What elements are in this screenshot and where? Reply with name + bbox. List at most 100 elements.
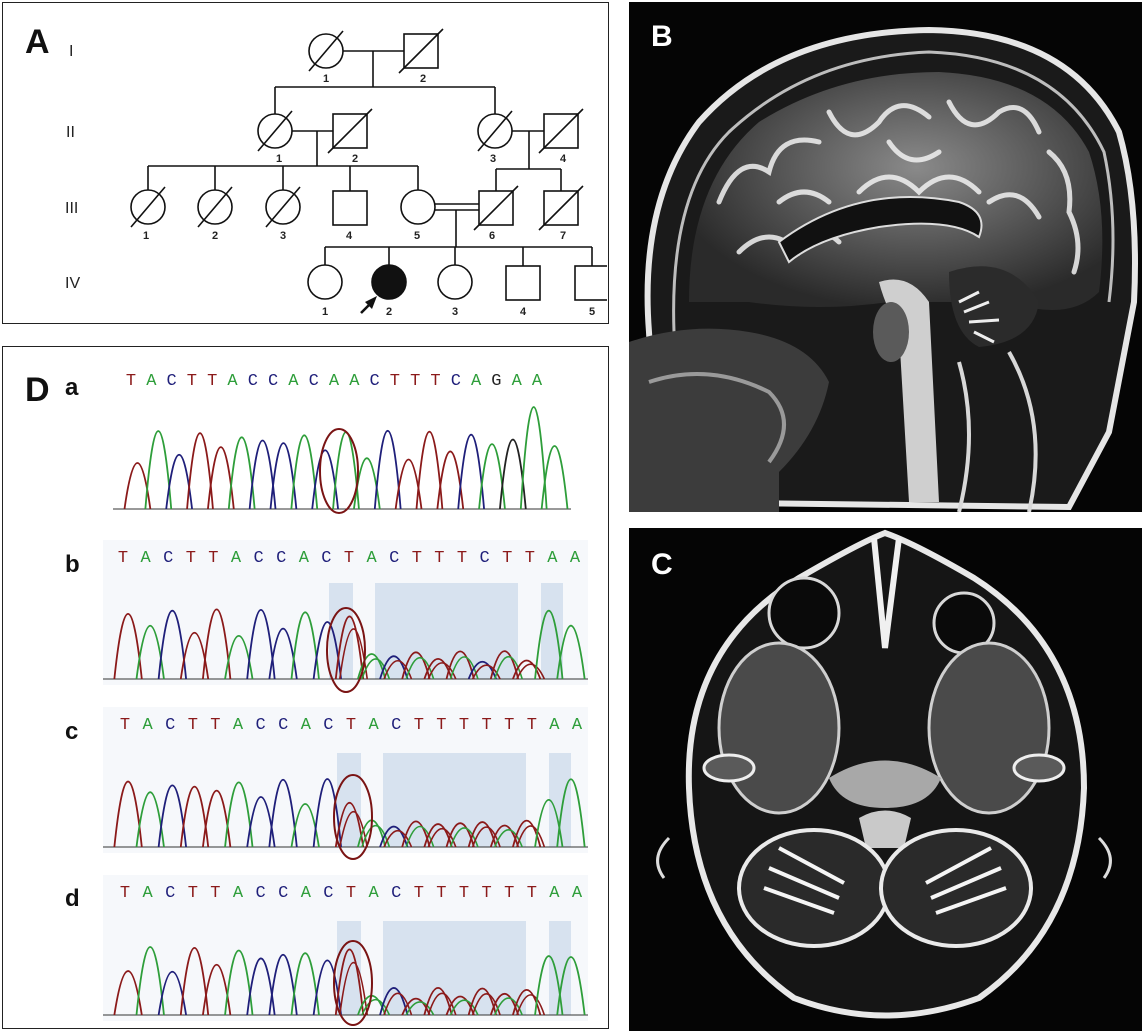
base-call: A (142, 716, 153, 735)
trace-peak (534, 955, 564, 1016)
base-call: A (366, 549, 377, 568)
trace-peak (334, 948, 365, 1016)
trace-peak (445, 650, 475, 680)
variant-circle (333, 774, 373, 860)
trace-peak (457, 434, 485, 510)
base-call: T (459, 884, 469, 903)
base-call: T (186, 549, 196, 568)
individual-number: 7 (560, 230, 566, 242)
base-call: T (118, 549, 128, 568)
trace-peak (227, 436, 256, 510)
base-call: T (459, 716, 469, 735)
panel-label-d: D (25, 371, 50, 409)
base-call: G (491, 372, 501, 391)
trace-peak (556, 625, 586, 680)
variant-highlight (549, 753, 571, 847)
variant-highlight (549, 921, 571, 1015)
base-call: T (344, 549, 354, 568)
base-call: A (142, 884, 153, 903)
base-call: A (368, 884, 379, 903)
pedigree-chart: I II III IV 1 2 1 2 3 4 1 2 3 4 5 6 7 1 … (65, 28, 607, 318)
base-call: A (547, 549, 558, 568)
sagittal-mri-image: B (629, 2, 1142, 512)
base-call: C (369, 372, 379, 391)
trace-peak (401, 651, 431, 680)
variant-highlight (337, 753, 361, 847)
individual-number: 1 (322, 306, 328, 318)
base-call: C (278, 716, 288, 735)
base-call: T (207, 372, 217, 391)
generation-label: II (66, 124, 75, 141)
axial-mri-image: C (629, 528, 1142, 1031)
base-call: T (457, 549, 467, 568)
base-call: T (208, 549, 218, 568)
pedigree-IV-3 (437, 264, 473, 300)
base-call: T (412, 549, 422, 568)
trace-peak-secondary (338, 811, 369, 848)
base-call: C (391, 716, 401, 735)
pedigree-IV-5 (574, 265, 607, 301)
axial-mri-drawing (656, 529, 1112, 1019)
trace-peak (179, 785, 210, 848)
base-call: T (346, 716, 356, 735)
base-call: A (329, 372, 340, 391)
trace-peak (379, 987, 409, 1016)
base-call: T (430, 372, 440, 391)
trace-peak (512, 989, 542, 1016)
individual-number: 5 (414, 230, 420, 242)
base-call: A (349, 372, 360, 391)
trace-peak-secondary (361, 998, 391, 1016)
base-call: T (390, 372, 400, 391)
trace-peak-secondary (494, 997, 523, 1016)
base-call: C (391, 884, 401, 903)
trace-peak (157, 784, 187, 848)
row-label: a (65, 374, 79, 401)
trace-peak-secondary (405, 1001, 435, 1016)
base-call: T (504, 716, 514, 735)
base-call: A (233, 884, 244, 903)
trace-peak (373, 430, 402, 510)
trace-peak-secondary (449, 656, 479, 680)
trace-peak-secondary (427, 827, 457, 848)
base-call: T (126, 372, 136, 391)
individual-number: 5 (589, 306, 595, 318)
variant-circle (333, 940, 373, 1026)
base-call: T (502, 549, 512, 568)
trace-peak (312, 778, 342, 848)
trace-peak-secondary (516, 825, 546, 848)
pedigree-IV-2-proband (371, 264, 407, 300)
trace-peak-secondary (383, 829, 413, 848)
panel-label-c: C (651, 548, 673, 581)
pedigree-III-5 (400, 189, 436, 225)
sagittal-mri-drawing (629, 26, 1138, 512)
pedigree-III-3 (265, 189, 301, 225)
base-call: T (187, 372, 197, 391)
base-call: T (120, 884, 130, 903)
base-call: T (188, 884, 198, 903)
row-label: d (65, 885, 80, 912)
base-call: A (471, 372, 482, 391)
base-call: C (165, 884, 175, 903)
trace-peak (144, 430, 173, 510)
individual-number: 3 (452, 306, 458, 318)
trace-peak (290, 611, 320, 680)
base-call: A (572, 716, 583, 735)
individual-number: 4 (520, 306, 527, 318)
individual-number: 2 (212, 230, 218, 242)
row-label: b (65, 551, 80, 578)
base-call: C (323, 716, 333, 735)
base-call: T (210, 716, 220, 735)
base-call: C (163, 549, 173, 568)
trace-peak (202, 608, 232, 680)
base-call: T (188, 716, 198, 735)
base-call: C (255, 716, 265, 735)
trace-peak-secondary (427, 662, 457, 680)
trace-peak (224, 781, 254, 848)
trace-peak-secondary (427, 992, 457, 1016)
trace-peak (268, 953, 298, 1016)
base-call: A (299, 549, 310, 568)
trace-peak (334, 615, 365, 680)
individual-number: 2 (386, 306, 392, 318)
